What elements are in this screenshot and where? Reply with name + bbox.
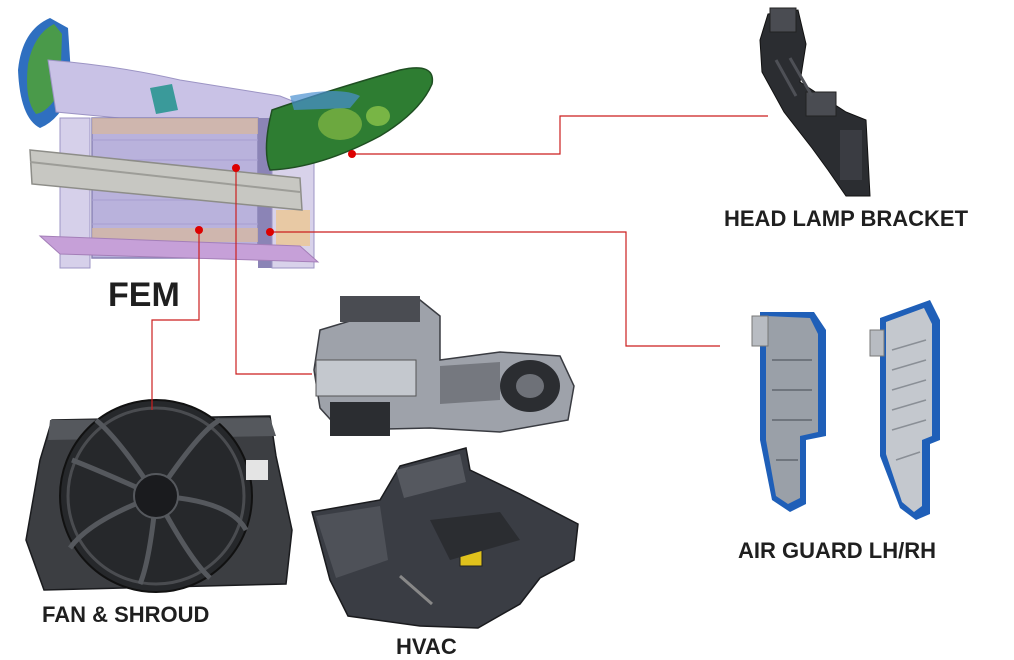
fem-assembly-image — [18, 18, 434, 269]
head-lamp-bracket-image — [759, 7, 871, 197]
leader-line-fan-shroud — [151, 230, 200, 410]
label-head-lamp-bracket: HEAD LAMP BRACKET — [724, 206, 969, 231]
leader-line-hvac — [235, 168, 312, 375]
hvac-module-upper-image — [313, 296, 575, 436]
fan-shroud-image — [25, 399, 293, 593]
marker-head-lamp — [348, 150, 356, 158]
air-guard-rh-image — [869, 300, 940, 520]
label-air-guard: AIR GUARD LH/RH — [738, 538, 936, 563]
marker-fan-shroud — [195, 226, 203, 234]
leader-line-head-lamp-bracket — [352, 115, 768, 155]
label-hvac: HVAC — [396, 634, 457, 659]
marker-air-guard — [266, 228, 274, 236]
label-fan-shroud: FAN & SHROUD — [42, 602, 210, 627]
marker-hvac — [232, 164, 240, 172]
label-fem: FEM — [108, 276, 180, 314]
hvac-module-image — [311, 447, 579, 629]
leader-line-air-guard — [270, 231, 720, 347]
air-guard-lh-image — [751, 312, 826, 512]
